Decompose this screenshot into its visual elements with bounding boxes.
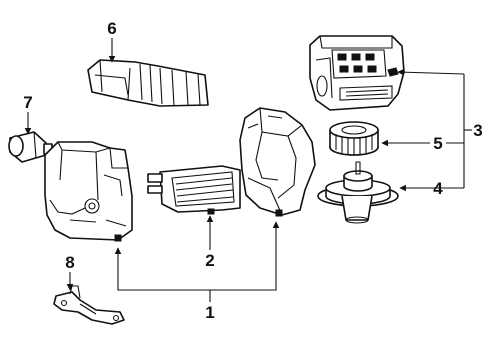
blower-motor-part <box>317 161 399 224</box>
leader-lines <box>24 38 472 302</box>
bracket-part <box>53 285 125 325</box>
callout-5: 5 <box>433 134 442 153</box>
callout-8: 8 <box>65 253 74 272</box>
callout-7: 7 <box>23 93 32 112</box>
heater-case-part <box>44 141 133 242</box>
callout-6: 6 <box>107 19 116 38</box>
callout-4: 4 <box>433 179 443 198</box>
callout-2: 2 <box>205 251 214 270</box>
blower-wheel-part <box>329 121 379 156</box>
callout-1: 1 <box>205 303 214 322</box>
callout-3: 3 <box>473 121 482 140</box>
heater-core-part <box>147 165 241 215</box>
blower-housing-part <box>309 35 405 111</box>
case-half-part <box>239 107 316 217</box>
air-duct-part <box>87 59 209 107</box>
